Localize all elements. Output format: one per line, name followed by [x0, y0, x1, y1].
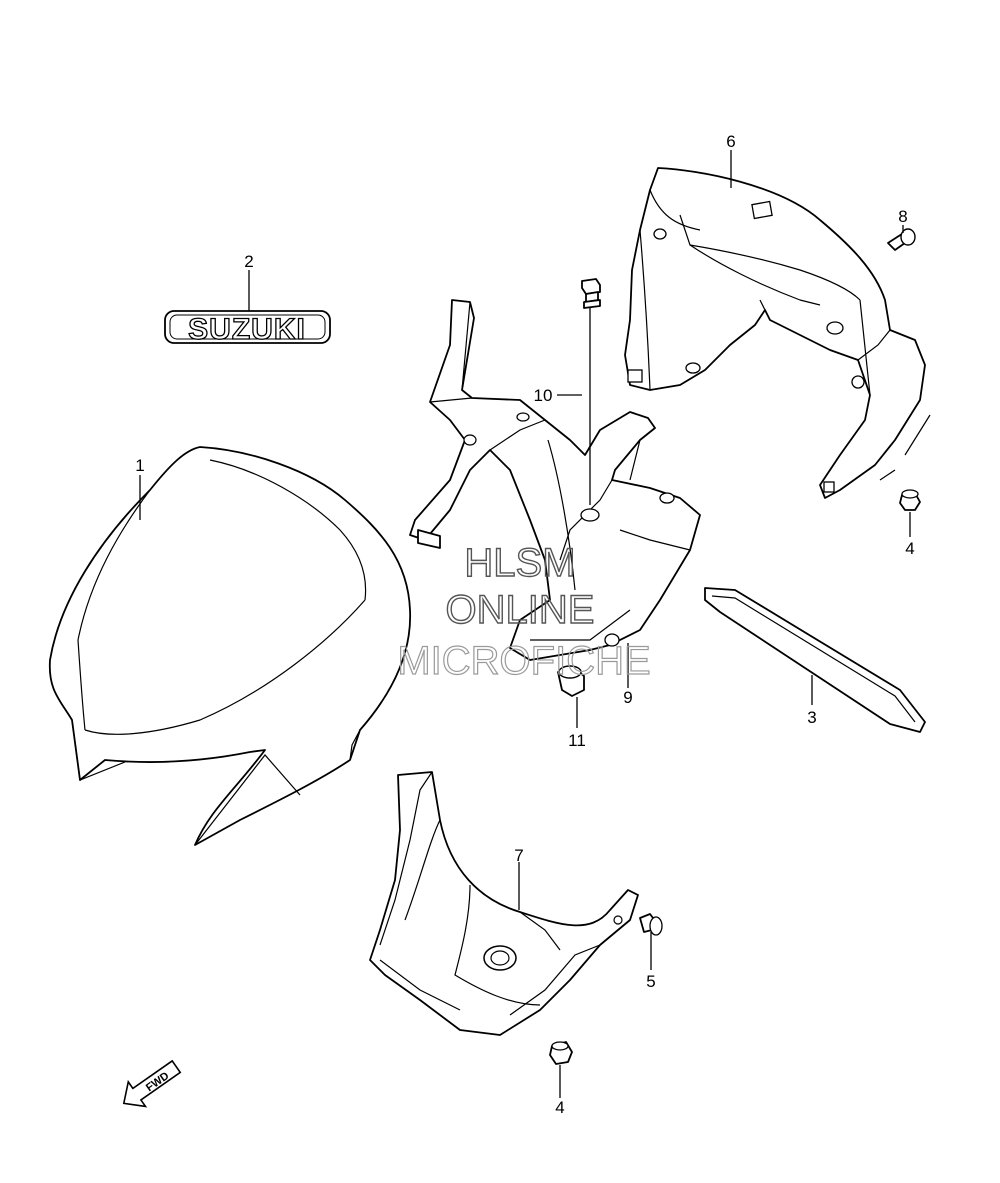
callout-10: 10 [534, 386, 553, 405]
watermark-line-3: MICROFICHE [397, 639, 650, 683]
callout-5: 5 [646, 972, 655, 991]
watermark-line-1: HLSM [464, 541, 575, 585]
part-9-bracket [409, 299, 701, 661]
callout-8: 8 [898, 207, 907, 226]
part-7-lower-cover [369, 771, 639, 1036]
callout-4-lower: 4 [555, 1098, 564, 1117]
part-5-clip [639, 913, 663, 936]
callout-7: 7 [514, 846, 523, 865]
part-6-meter-cover [624, 167, 931, 499]
callout-3: 3 [807, 708, 816, 727]
leader-lines [139, 150, 911, 1098]
callouts: 1 2 3 4 4 5 6 7 8 9 10 11 [135, 132, 914, 1117]
part-4-clip-lower [549, 1041, 573, 1065]
part-8-screw [887, 228, 916, 251]
part-4-clip-upper [899, 489, 921, 511]
part-3-seal [704, 587, 926, 733]
callout-11: 11 [568, 731, 586, 750]
callout-4-upper: 4 [905, 539, 914, 558]
callout-9: 9 [623, 688, 632, 707]
callout-1: 1 [135, 456, 144, 475]
emblem-text: SUZUKI [188, 313, 306, 346]
fwd-arrow-icon: FWD [122, 1059, 182, 1108]
watermark: HLSM ONLINE MICROFICHE [397, 540, 652, 683]
part-1-front-cowl [48, 446, 412, 846]
part-2-suzuki-emblem: SUZUKI [164, 310, 331, 347]
watermark-line-2: ONLINE [446, 588, 595, 632]
callout-2: 2 [244, 252, 253, 271]
callout-6: 6 [726, 132, 735, 151]
part-10-bolt [581, 278, 601, 309]
part-11-grommet [557, 665, 585, 697]
